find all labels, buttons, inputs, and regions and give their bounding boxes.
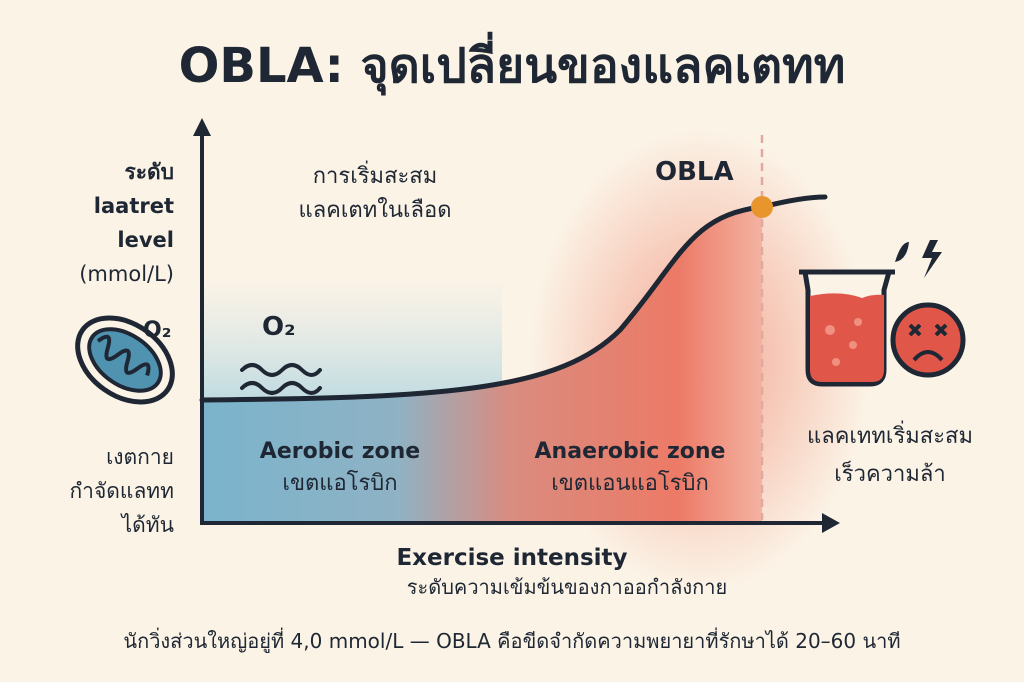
- zone-fill: [202, 207, 762, 523]
- mitochondria-o2-label: O₂: [143, 318, 172, 343]
- sweat-drop-icon: [895, 242, 909, 262]
- anaerobic-zone-th: เขตแอนแอโรบิก: [551, 471, 709, 496]
- fatigue-line: แลคเททเริ่มสะสม: [807, 424, 973, 449]
- x-axis-arrow-icon: [822, 513, 840, 533]
- anaerobic-zone-en: Anaerobic zone: [534, 439, 726, 464]
- accumulation-start-text: การเริ่มสะสม แลคเตทในเลือด: [250, 160, 500, 228]
- footer-note: นักวิ่งส่วนใหญ่อยู่ที่ 4,0 mmol/L — OBLA…: [123, 629, 901, 653]
- y-axis-label-line: level: [117, 228, 174, 252]
- o2-label: O₂: [262, 312, 296, 342]
- y-axis-label-line: ระดับ: [124, 160, 174, 184]
- body-clearance-line: เงตกาย: [106, 445, 174, 469]
- obla-label: OBLA: [655, 157, 734, 187]
- lactate-beaker-icon: [799, 269, 895, 387]
- obla-point: [751, 196, 773, 218]
- x-axis-label-th: ระดับความเข้มข้นของกาออกำลังกาย: [406, 575, 728, 599]
- oxygen-waves-icon: [240, 363, 322, 395]
- aerobic-zone-th: เขตแอโรบิก: [282, 471, 398, 496]
- aerobic-sky-tint: [202, 280, 502, 400]
- aerobic-zone-label: Aerobic zone เขตแอโรบิก: [215, 436, 465, 500]
- lactate-curve: [199, 194, 828, 403]
- anaerobic-zone-label: Anaerobic zone เขตแอนแอโรบิก: [505, 436, 755, 500]
- body-clearance-line: กำจัดแลทท: [69, 479, 174, 503]
- aerobic-zone-en: Aerobic zone: [259, 439, 421, 464]
- page-title: OBLA: จุดเปลี่ยนของแลคเตทท: [178, 38, 846, 94]
- mitochondria-icon: [75, 315, 175, 405]
- x-axis-label: Exercise intensity ระดับความเข้มข้นของกา…: [0, 545, 1024, 603]
- body-clearance-line: ได้ทัน: [121, 513, 174, 537]
- y-axis-arrow-icon: [193, 118, 211, 136]
- fatigue-line: เร็วความล้า: [834, 462, 946, 487]
- fatigue-text: แลคเททเริ่มสะสม เร็วความล้า: [770, 418, 1010, 494]
- accumulation-line: แลคเตทในเลือด: [298, 198, 452, 223]
- lightning-icon: [922, 240, 942, 278]
- body-clearance-text: เงตกาย กำจัดแลทท ได้ทัน: [69, 440, 174, 542]
- y-axis-label-line: laatret: [93, 194, 174, 218]
- exhausted-face-icon: [890, 302, 966, 378]
- x-axis-label-en: Exercise intensity: [396, 545, 628, 571]
- accumulation-line: การเริ่มสะสม: [312, 164, 438, 189]
- y-axis-label-unit: (mmol/L): [79, 262, 174, 286]
- y-axis-label: ระดับ laatret level (mmol/L): [79, 155, 174, 291]
